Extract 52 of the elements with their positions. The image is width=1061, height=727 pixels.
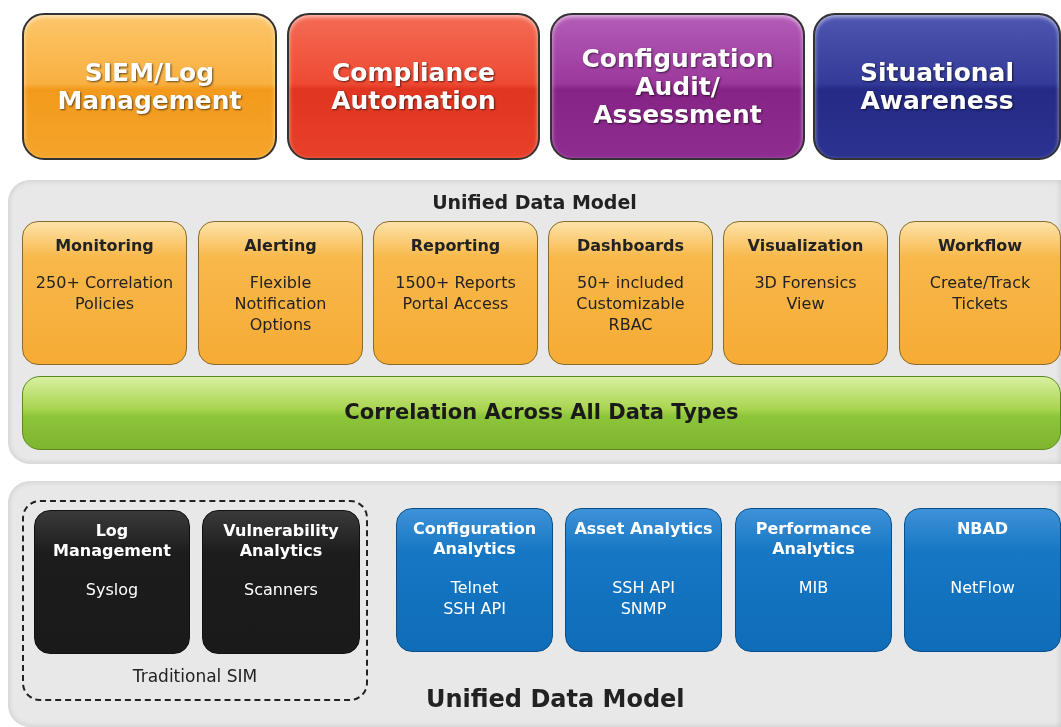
card-text: 50+ included Customizable RBAC (575, 272, 686, 335)
group-label: Traditional SIM (131, 664, 259, 688)
feature-card (373, 221, 538, 365)
category-title: SIEM/Log Management (56, 58, 243, 115)
panel-background (8, 180, 1061, 464)
card-text: 1500+ Reports Portal Access (394, 272, 517, 314)
bar-label: Correlation Across All Data Types (344, 399, 739, 427)
card-text: 250+ Correlation Policies (34, 272, 175, 314)
card-heading: Dashboards (576, 235, 685, 257)
card-heading: Workflow (937, 235, 1023, 257)
card-heading: Configuration Analytics (412, 519, 537, 560)
card-text: Scanners (244, 579, 318, 600)
card-heading: Asset Analytics (574, 519, 713, 540)
card-heading: Monitoring (55, 235, 154, 257)
card-text: NetFlow (950, 577, 1015, 598)
category-title: Compliance Automation (330, 58, 497, 115)
panel-title: Unified Data Model (426, 684, 685, 715)
category-box (813, 13, 1061, 160)
panel-background (8, 481, 1061, 727)
card-heading: Log Management (52, 521, 172, 562)
card-text: Flexible Notification Options (233, 272, 328, 335)
category-title: Situational Awareness (858, 58, 1016, 115)
feature-card (899, 221, 1061, 365)
card-text: Create/Track Tickets (928, 272, 1032, 314)
data-source-card (396, 508, 553, 652)
card-heading: Alerting (244, 235, 317, 257)
category-box (22, 13, 277, 160)
category-title: Configuration Audit/ Assessment (580, 44, 775, 129)
data-source-card (34, 510, 190, 654)
panel-title: Unified Data Model (431, 190, 638, 215)
card-heading: Visualization (747, 235, 864, 257)
card-text: Syslog (85, 579, 139, 600)
feature-card (548, 221, 713, 365)
data-source-card (904, 508, 1061, 652)
card-heading: NBAD (956, 519, 1009, 540)
data-source-card (735, 508, 892, 652)
card-text: MIB (798, 577, 829, 598)
correlation-bar (22, 376, 1061, 450)
card-text: SSH API SNMP (611, 577, 676, 619)
card-heading: Performance Analytics (754, 519, 873, 560)
category-box (287, 13, 540, 160)
card-text: 3D Forensics View (753, 272, 858, 314)
category-box (550, 13, 805, 160)
card-text: Telnet SSH API (442, 577, 507, 619)
card-heading: Reporting (410, 235, 501, 257)
feature-card (198, 221, 363, 365)
dashed-group-box (22, 500, 368, 701)
feature-card (723, 221, 888, 365)
card-heading: Vulnerability Analytics (222, 521, 340, 562)
feature-card (22, 221, 187, 365)
data-source-card (565, 508, 722, 652)
data-source-card (202, 510, 360, 654)
